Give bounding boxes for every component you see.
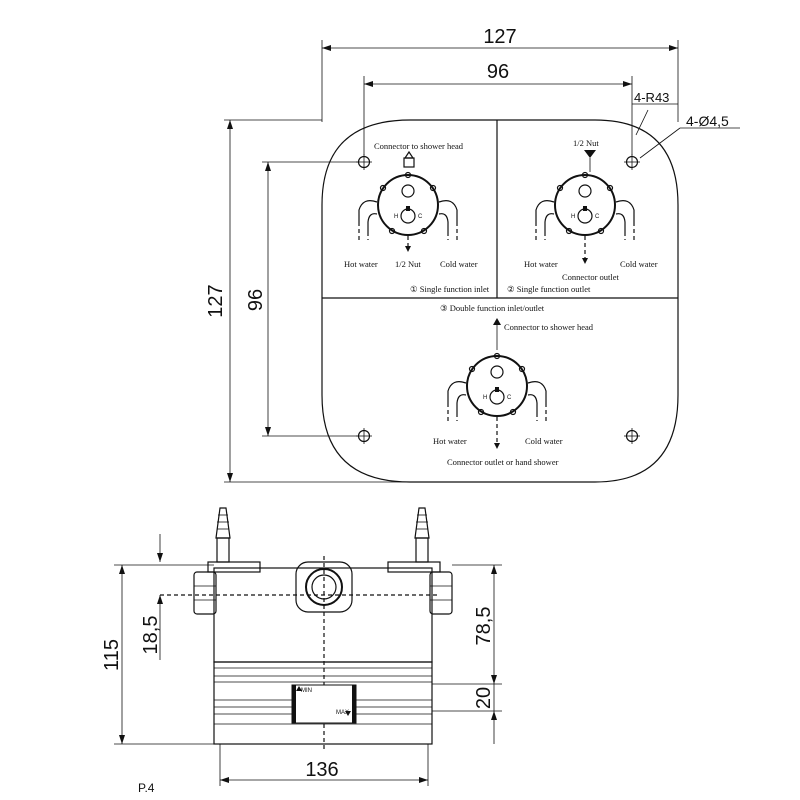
side-nut-left: [193, 571, 217, 615]
dim-corner-radius: 4-R43: [632, 90, 678, 136]
svg-text:1/2 Nut: 1/2 Nut: [573, 138, 599, 148]
side-nut-right: [429, 571, 453, 615]
svg-text:Cold water: Cold water: [440, 259, 478, 269]
dim-width-outer: 127: [321, 26, 679, 122]
dim-side-right-height: 78,5: [432, 564, 502, 685]
svg-text:Hot water: Hot water: [433, 436, 467, 446]
hose-barb-left: [215, 507, 231, 563]
svg-text:Hot water: Hot water: [344, 259, 378, 269]
svg-text:78,5: 78,5: [473, 607, 495, 646]
dim-hole-diameter: 4-Ø4,5: [639, 113, 740, 159]
dim-height-inner-label: 96: [245, 289, 267, 311]
diagram1-caption: ① Single function inlet: [410, 284, 490, 294]
dim-height-outer: 127: [205, 119, 420, 483]
valve-body: [377, 174, 439, 236]
dim-width-inner: 96: [363, 61, 633, 155]
dim-side-offset: 18,5: [140, 595, 163, 660]
valve-diagram-single-outlet: 1/2 Nut H C Hot water Connector outlet C…: [507, 138, 658, 294]
dim-width-outer-label: 127: [483, 26, 516, 48]
dim-side-height-total: 115: [101, 534, 214, 745]
svg-text:H: H: [394, 214, 398, 220]
mounting-plate-outline: [321, 119, 679, 483]
svg-text:H: H: [571, 214, 575, 220]
diagram3-caption: ③ Double function inlet/outlet: [440, 303, 545, 313]
mounting-hole-tr: [624, 154, 640, 170]
svg-text:18,5: 18,5: [140, 616, 162, 655]
svg-text:1/2 Nut: 1/2 Nut: [395, 259, 421, 269]
dim-side-width: 136: [219, 744, 429, 786]
hose-barb-right: [414, 507, 430, 563]
svg-text:Cold water: Cold water: [620, 259, 658, 269]
svg-text:H: H: [483, 395, 487, 401]
mounting-hole-bl: [356, 428, 372, 444]
svg-text:Connector outlet or hand showe: Connector outlet or hand shower: [447, 457, 559, 467]
dim-corner-radius-label: 4-R43: [634, 90, 669, 105]
page-label: P.4: [138, 781, 155, 795]
dim-width-inner-label: 96: [487, 61, 509, 83]
svg-text:C: C: [507, 395, 512, 401]
top-view: 127 96 4-R43 4-Ø4,5 127: [205, 26, 740, 483]
dim-hole-diameter-label: 4-Ø4,5: [686, 113, 729, 129]
svg-text:MAX: MAX: [336, 710, 349, 716]
svg-text:Connector outlet: Connector outlet: [562, 272, 620, 282]
svg-text:C: C: [595, 214, 600, 220]
plaster-guard: [213, 661, 433, 745]
diagram2-caption: ② Single function outlet: [507, 284, 591, 294]
svg-text:MIN: MIN: [301, 688, 312, 694]
mounting-hole-tl: [356, 154, 372, 170]
svg-text:Connector to shower head: Connector to shower head: [504, 322, 594, 332]
valve-diagram-single-inlet: Connector to shower head H C Hot water 1…: [344, 141, 490, 294]
svg-text:115: 115: [101, 639, 123, 671]
min-max-gauge: MIN MAX: [291, 684, 357, 724]
mounting-hole-br: [624, 428, 640, 444]
dim-height-outer-label: 127: [205, 284, 227, 317]
dim-height-inner: 96: [245, 161, 358, 437]
svg-text:C: C: [418, 214, 423, 220]
svg-text:Cold water: Cold water: [525, 436, 563, 446]
valve-diagram-double: ③ Double function inlet/outlet Connector…: [433, 303, 594, 467]
svg-text:20: 20: [473, 687, 495, 709]
dim-side-min-max: 20: [432, 684, 502, 744]
side-view: MIN MAX 115 18,5 78,5: [101, 507, 502, 786]
diagram1-top-label: Connector to shower head: [374, 141, 464, 151]
valve-housing-body: [213, 567, 433, 663]
svg-text:136: 136: [305, 759, 338, 781]
svg-text:Hot water: Hot water: [524, 259, 558, 269]
